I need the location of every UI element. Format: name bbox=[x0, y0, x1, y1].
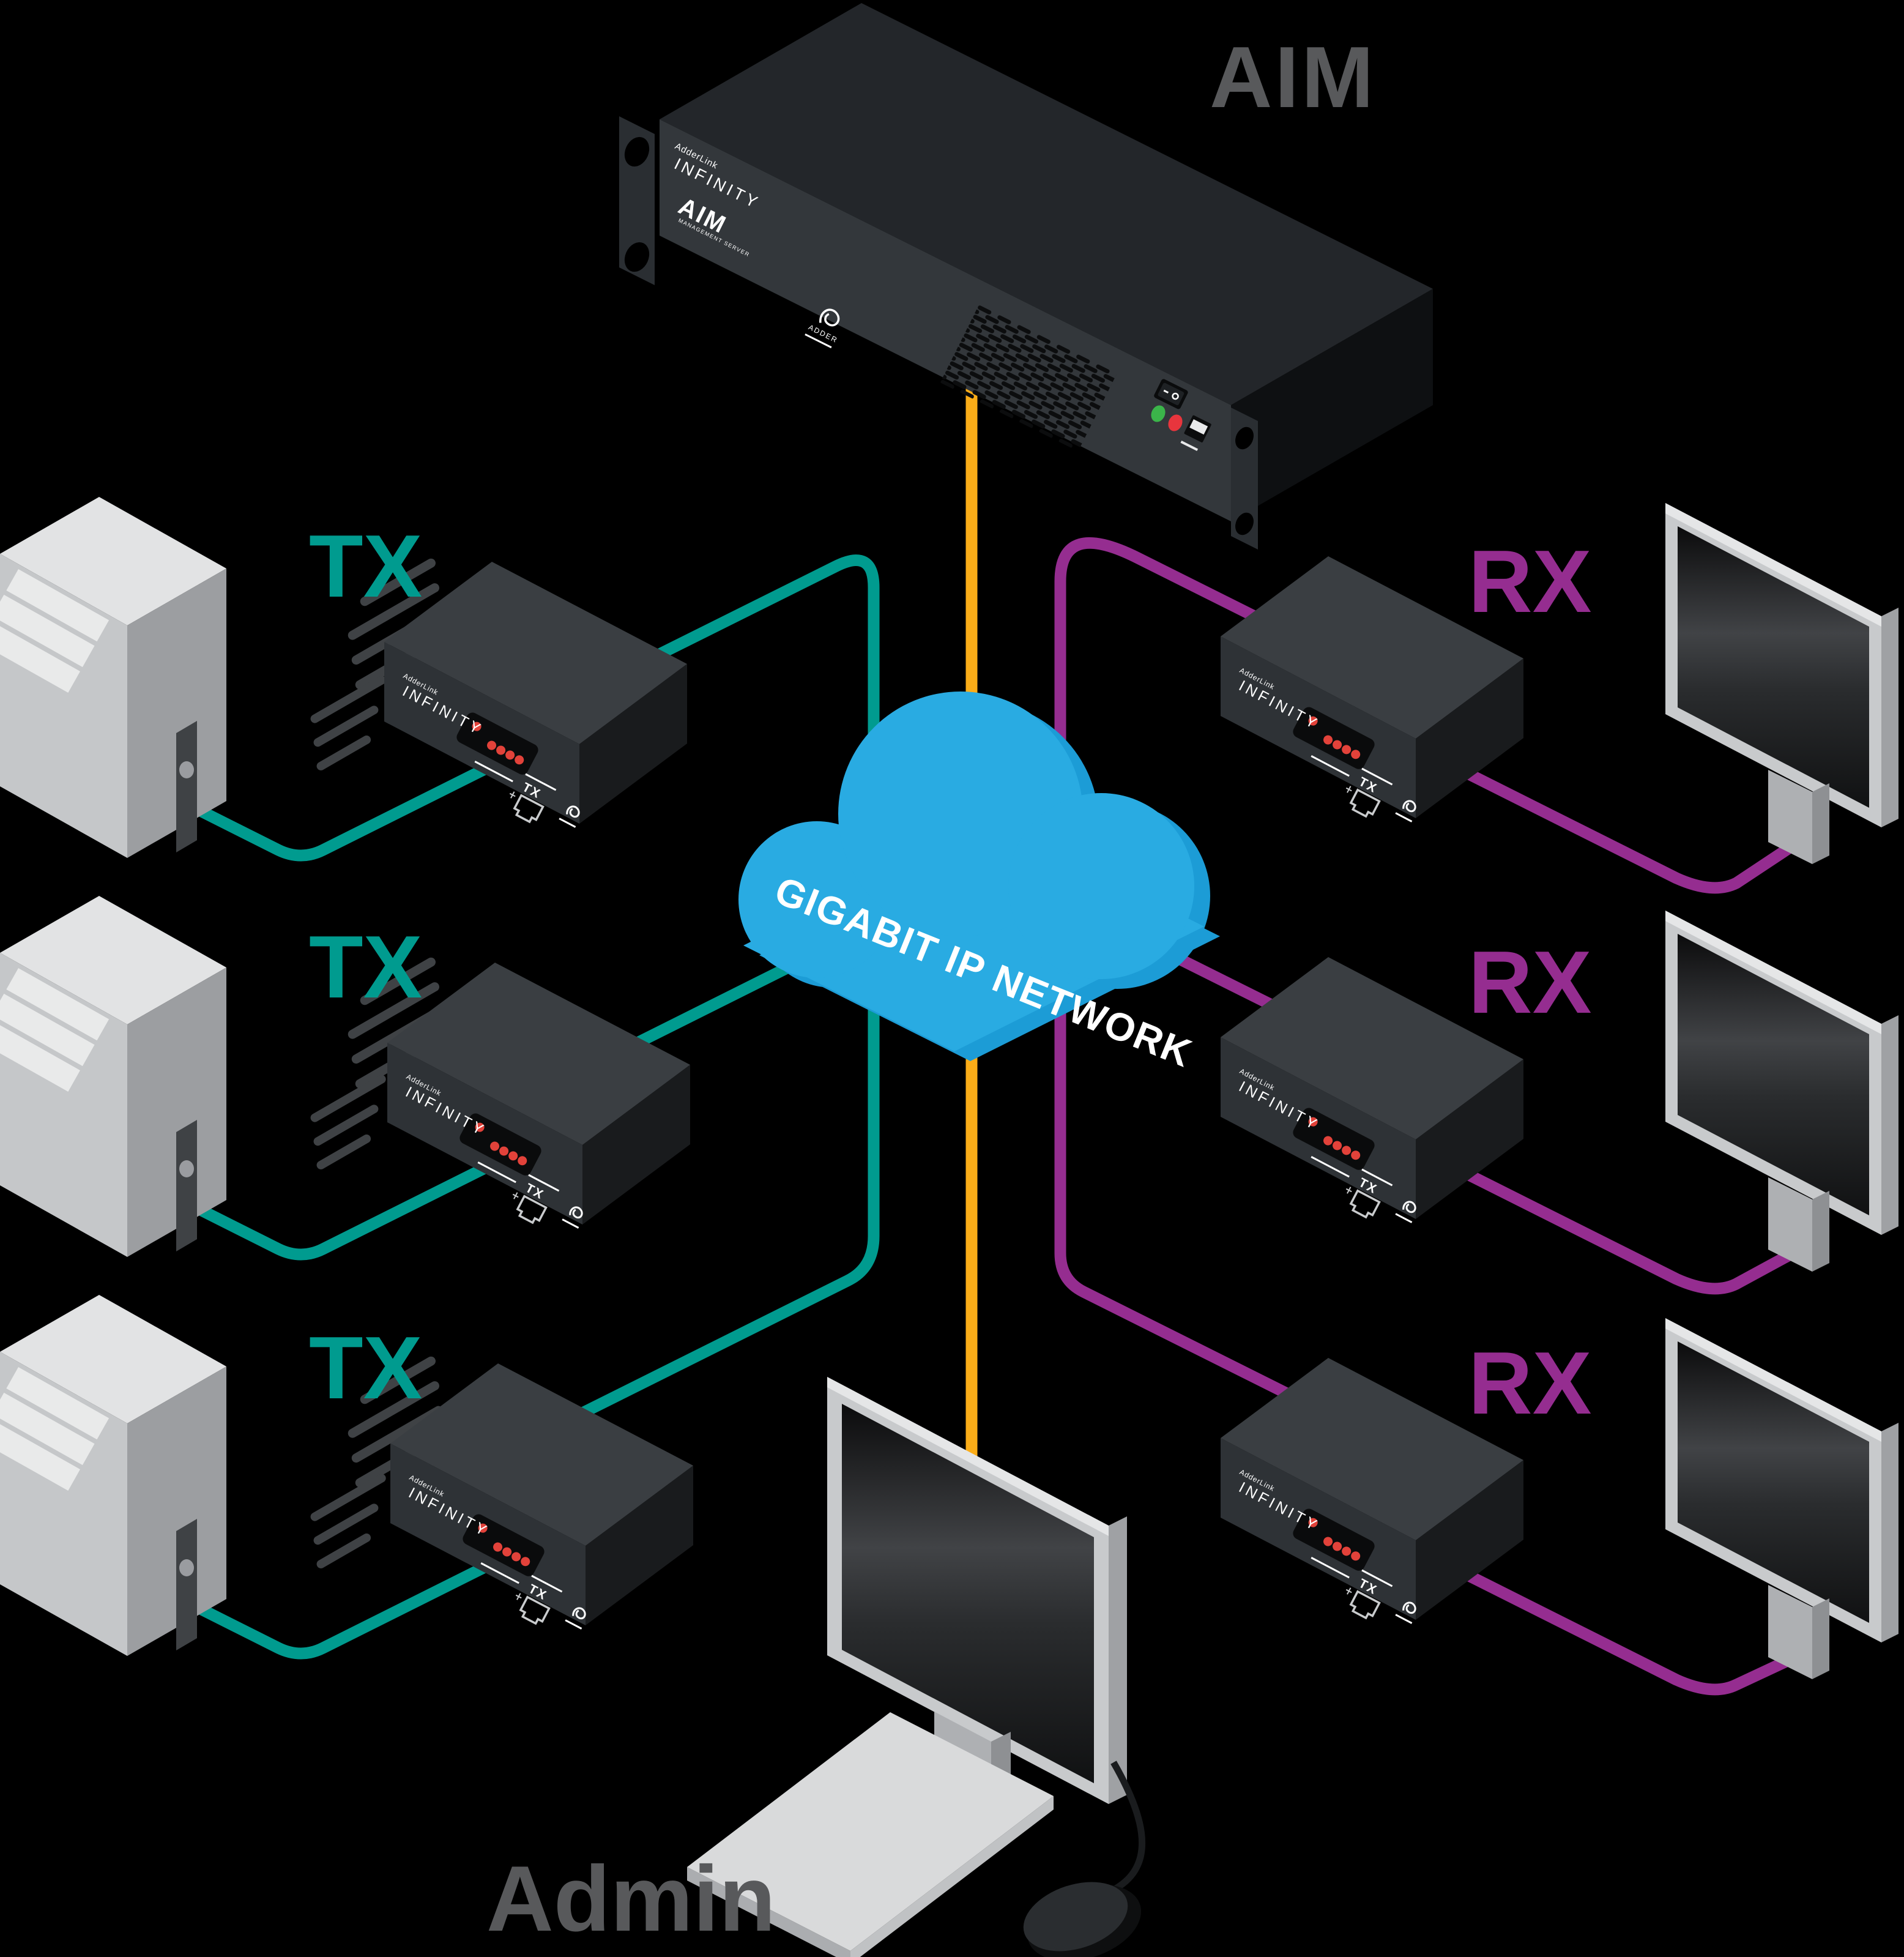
tx-extender-3: AdderLink INFINITY TX bbox=[389, 1362, 694, 1630]
tx-network-bus-cable bbox=[557, 554, 880, 1429]
keyboard bbox=[687, 1712, 1054, 1957]
rack-adder-label: ADDER bbox=[807, 323, 839, 345]
tx-extender-1: AdderLink INFINITY TX bbox=[383, 561, 688, 829]
led-green bbox=[1151, 405, 1166, 422]
rx-label-3: RX bbox=[1468, 1333, 1591, 1433]
tx3-pc-cable bbox=[142, 1559, 496, 1660]
rx-monitor-2 bbox=[1665, 911, 1898, 1272]
rack-vent-icon bbox=[940, 305, 1117, 452]
rx-label-1: RX bbox=[1468, 532, 1591, 631]
rx3-monitor-cable bbox=[1459, 1568, 1799, 1696]
rx1-monitor-cable bbox=[1459, 766, 1799, 894]
cloud-body bbox=[738, 691, 1204, 1051]
led-red bbox=[1168, 414, 1183, 431]
tx-label-3: TX bbox=[309, 1318, 422, 1417]
tx-label-1: TX bbox=[309, 516, 422, 616]
admin-monitor bbox=[827, 1377, 1127, 1815]
rx-monitor-3 bbox=[1665, 1318, 1898, 1679]
rx2-monitor-cable bbox=[1459, 1167, 1799, 1295]
rx-extender-1: AdderLink INFINITY TX bbox=[1219, 555, 1525, 823]
rx-extender-3: AdderLink INFINITY TX bbox=[1219, 1357, 1525, 1625]
mouse bbox=[1023, 1882, 1142, 1957]
gigabit-ip-network-cloud: GIGABIT IP NETWORK bbox=[738, 691, 1220, 1076]
admin-label: Admin bbox=[486, 1847, 776, 1951]
rx-network-bus-cable bbox=[1054, 537, 1306, 1406]
tx-label-2: TX bbox=[309, 917, 422, 1016]
aim-label: AIM bbox=[1210, 29, 1376, 126]
rx-label-2: RX bbox=[1468, 933, 1591, 1032]
aim-server: AdderLink INFINITY AIM MANAGEMENT SERVER… bbox=[619, 3, 1433, 550]
rx-extender-2: AdderLink INFINITY TX bbox=[1219, 956, 1525, 1224]
admin-station bbox=[687, 1377, 1146, 1957]
tx2-pc-cable bbox=[142, 1160, 496, 1261]
tx1-pc-cable bbox=[142, 761, 496, 862]
usb-port-icon bbox=[1180, 415, 1211, 452]
power-switch bbox=[1154, 379, 1188, 409]
tx-extender-2: AdderLink INFINITY TX bbox=[386, 961, 691, 1229]
rx-monitor-1 bbox=[1665, 503, 1898, 864]
